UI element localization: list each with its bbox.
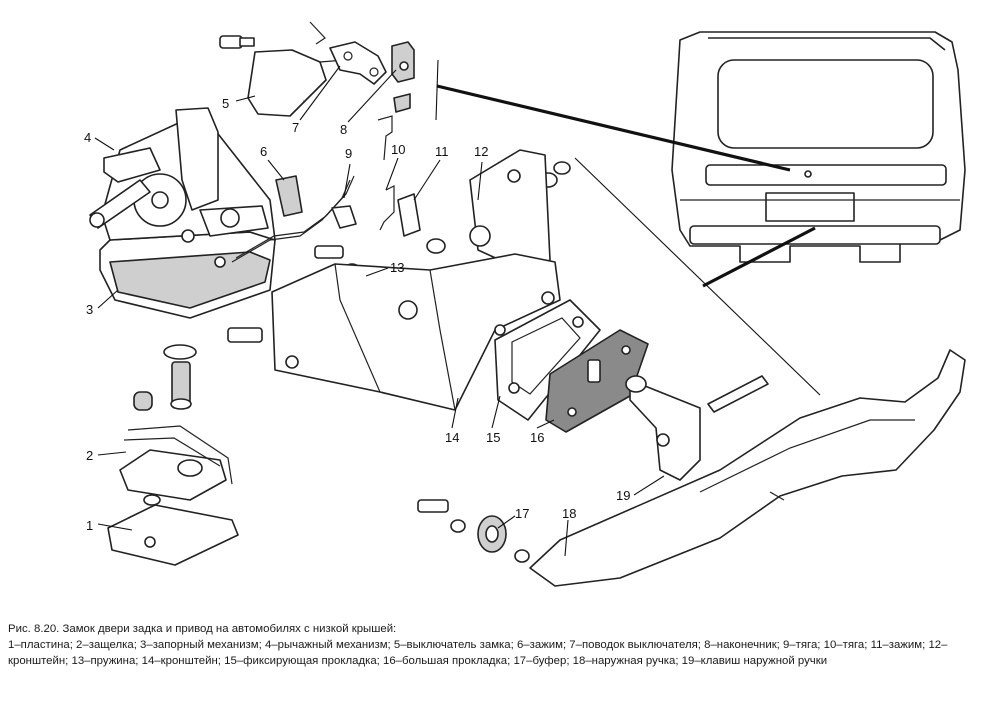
callout-13: 13 (390, 260, 404, 275)
callout-1: 1 (86, 518, 93, 533)
caption-legend: 1–пластина; 2–защелка; 3–запорный механи… (8, 639, 948, 667)
fixing-gasket (494, 299, 601, 421)
bracket-12 (469, 149, 551, 271)
pointer-lines (435, 59, 821, 396)
outer-handle (529, 349, 966, 587)
callout-leaders (94, 65, 665, 557)
bracket-14 (271, 253, 561, 411)
callouts: 1 2 3 4 5 6 7 8 9 10 11 12 13 14 15 16 1… (84, 96, 630, 533)
callout-7: 7 (292, 120, 299, 135)
exploded-diagram: 1 2 3 4 5 6 7 8 9 10 11 12 13 14 15 16 1… (84, 21, 966, 587)
handle-key (625, 375, 701, 481)
callout-5: 5 (222, 96, 229, 111)
switch-lever (329, 41, 387, 85)
callout-8: 8 (340, 122, 347, 137)
callout-18: 18 (562, 506, 576, 521)
end-tip (391, 41, 415, 113)
rods (231, 115, 421, 263)
buffer (417, 499, 530, 563)
callout-15: 15 (486, 430, 500, 445)
plate-and-latch (107, 344, 239, 566)
van-rear-view (671, 31, 966, 263)
callout-12: 12 (474, 144, 488, 159)
callout-9: 9 (345, 146, 352, 161)
lock-switch (219, 21, 346, 117)
caption-title: Рис. 8.20. Замок двери задка и привод на… (8, 623, 397, 635)
callout-14: 14 (445, 430, 459, 445)
callout-6: 6 (260, 144, 267, 159)
clamp-6 (275, 175, 303, 217)
diagram-canvas: 1 2 3 4 5 6 7 8 9 10 11 12 13 14 15 16 1… (84, 21, 966, 587)
callout-3: 3 (86, 302, 93, 317)
figure-caption: Рис. 8.20. Замок двери задка и привод на… (8, 621, 994, 669)
callout-17: 17 (515, 506, 529, 521)
callout-16: 16 (530, 430, 544, 445)
lock-mechanism (89, 107, 276, 319)
callout-11: 11 (435, 144, 449, 159)
callout-19: 19 (616, 488, 630, 503)
callout-4: 4 (84, 130, 91, 145)
pin (707, 375, 769, 413)
callout-10: 10 (391, 142, 405, 157)
callout-2: 2 (86, 448, 93, 463)
